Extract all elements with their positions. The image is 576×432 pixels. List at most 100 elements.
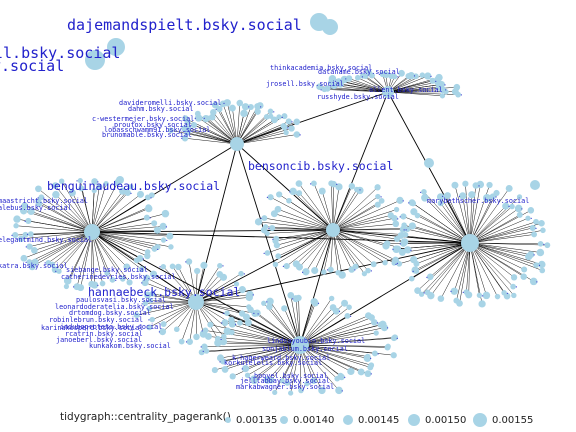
leaf-node xyxy=(186,125,192,131)
leaf-edge xyxy=(299,344,388,348)
leaf-edge xyxy=(332,229,395,264)
leaf-node xyxy=(410,200,417,207)
leaf-node xyxy=(201,343,208,350)
leaf-node xyxy=(160,321,167,327)
leaf-label: • xyxy=(289,189,292,194)
leaf-edge xyxy=(236,119,275,145)
leaf-node xyxy=(421,189,427,195)
leaf-edge xyxy=(299,344,340,391)
node-label: alebus.bsky.social xyxy=(0,204,72,212)
leaf-node xyxy=(217,263,223,269)
leaf-node xyxy=(160,237,167,243)
leaf-edge xyxy=(332,229,356,267)
leaf-edge xyxy=(323,229,334,273)
node-label: markabwagner.bsky.social xyxy=(236,383,334,391)
leaf-edge xyxy=(195,301,255,314)
leaf-label: • xyxy=(538,263,541,268)
leaf-node xyxy=(397,232,405,239)
leaf-node xyxy=(104,270,110,276)
leaf-label: • xyxy=(219,359,222,364)
leaf-label: • xyxy=(97,283,100,288)
leaf-edge xyxy=(332,229,406,235)
leaf-label: • xyxy=(44,261,47,266)
leaf-edge xyxy=(299,324,381,346)
leaf-edge xyxy=(21,231,93,240)
leaf-node xyxy=(13,223,19,229)
leaf-label: • xyxy=(54,269,57,274)
leaf-label: • xyxy=(408,201,411,206)
leaf-node xyxy=(241,365,250,373)
leaf-node xyxy=(365,267,371,274)
peripheral-node-4 xyxy=(424,158,434,168)
leaf-edge xyxy=(76,231,93,287)
leaf-label: • xyxy=(397,75,400,80)
leaf-edge xyxy=(246,316,301,346)
leaf-edge xyxy=(454,185,471,244)
peripheral-node-0 xyxy=(107,38,125,56)
leaf-node xyxy=(145,204,153,213)
leaf-edge xyxy=(299,307,350,346)
leaf-node xyxy=(26,243,33,250)
leaf-label: • xyxy=(336,182,339,187)
leaf-node xyxy=(318,386,326,395)
node-label: jrosell.bsky.social xyxy=(266,80,344,88)
leaf-label: • xyxy=(419,190,422,195)
leaf-edge xyxy=(55,194,93,233)
leaf-node xyxy=(371,319,378,326)
leaf-node xyxy=(207,321,214,328)
leaf-edge xyxy=(421,242,471,295)
leaf-node xyxy=(267,194,274,201)
leaf-edge xyxy=(469,242,515,278)
leaf-label: • xyxy=(142,256,145,261)
leaf-edge xyxy=(23,210,93,233)
leaf-node xyxy=(374,201,381,208)
leaf-edge xyxy=(55,185,93,233)
leaf-edge xyxy=(163,266,197,303)
leaf-node xyxy=(150,270,158,278)
leaf-edge xyxy=(332,184,334,231)
leaf-node xyxy=(175,263,182,271)
leaf-node xyxy=(516,194,523,200)
leaf-node xyxy=(287,291,295,299)
leaf-edge xyxy=(440,242,471,299)
leaf-node xyxy=(391,73,398,80)
leaf-edge xyxy=(469,242,529,257)
leaf-node xyxy=(412,73,419,80)
leaf-node xyxy=(73,283,81,291)
legend-label: 0.00145 xyxy=(358,414,400,426)
leaf-edge xyxy=(440,196,471,244)
leaf-label: • xyxy=(287,125,290,130)
leaf-edge xyxy=(24,205,93,233)
leaf-node xyxy=(244,319,252,327)
leaf-node xyxy=(283,262,290,270)
leaf-label: • xyxy=(203,116,206,121)
leaf-node xyxy=(263,114,270,120)
leaf-label: • xyxy=(376,320,379,325)
node-label: drtomdog.bsky.social xyxy=(69,309,151,317)
leaf-label: • xyxy=(129,265,132,270)
leaf-node xyxy=(378,197,385,204)
leaf-node xyxy=(341,299,349,307)
node-label: k-hagerweard.bsky.social xyxy=(232,354,330,362)
leaf-label: • xyxy=(253,311,256,316)
leaf-edge xyxy=(220,344,301,359)
leaf-edge xyxy=(195,297,250,303)
legend-label: 0.00140 xyxy=(293,414,335,426)
leaf-edge xyxy=(314,229,334,271)
leaf-edge xyxy=(91,231,123,280)
leaf-label: • xyxy=(272,237,275,242)
leaf-node xyxy=(237,320,243,326)
leaf-edge xyxy=(298,183,334,231)
leaf-edge xyxy=(332,229,374,265)
leaf-label: • xyxy=(202,349,205,354)
leaf-edge xyxy=(91,231,148,253)
leaf-edge xyxy=(387,86,440,93)
leaf-node xyxy=(254,108,261,115)
leaf-node xyxy=(400,238,409,246)
leaf-edge xyxy=(91,231,141,259)
leaf-edge xyxy=(332,186,340,231)
leaf-node xyxy=(228,104,236,112)
leaf-node xyxy=(124,189,131,196)
leaf-node xyxy=(12,231,19,239)
leaf-node xyxy=(274,205,282,213)
